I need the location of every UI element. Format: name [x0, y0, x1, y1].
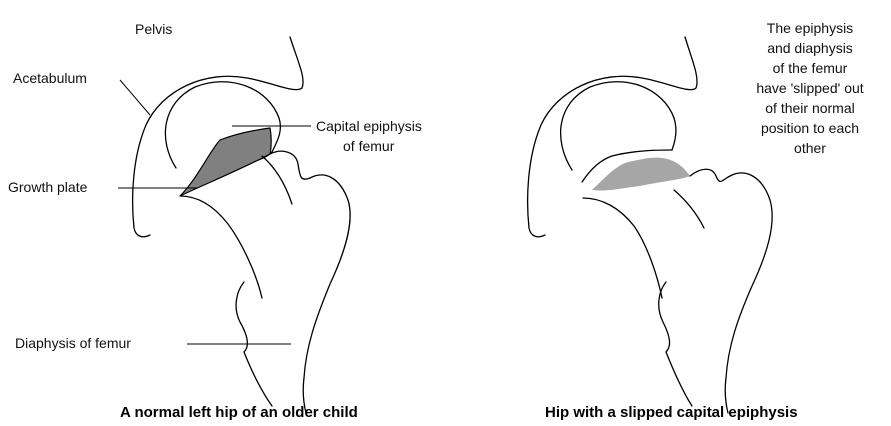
label-diaphysis: Diaphysis of femur	[15, 335, 131, 351]
growth-plate-slipped	[592, 158, 690, 191]
femur-medial-outline	[180, 196, 262, 298]
slipped-hip-illustration	[528, 37, 773, 413]
femur-medial-outline-right	[583, 198, 662, 298]
intertrochanteric-line-right	[674, 190, 704, 228]
femur-shaft-medial-right	[659, 282, 692, 406]
label-pelvis: Pelvis	[135, 21, 172, 37]
label-growth-plate: Growth plate	[8, 179, 88, 195]
femur-lateral-outline	[270, 151, 350, 413]
note-line-1: The epiphysis	[767, 20, 853, 36]
pelvis-outline	[133, 37, 303, 237]
label-acetabulum: Acetabulum	[13, 70, 87, 86]
label-capital-epiphysis-line2: of femur	[343, 138, 395, 154]
femur-lateral-outline-right	[690, 169, 772, 413]
slip-explanation-note: The epiphysis and diaphysis of the femur…	[756, 20, 863, 156]
note-line-4: have 'slipped' out	[756, 80, 863, 96]
note-line-3: of the femur	[773, 60, 848, 76]
growth-plate-normal	[180, 128, 271, 196]
acetabulum-rim-right	[561, 82, 676, 170]
leader-acetabulum	[120, 80, 150, 115]
label-capital-epiphysis-line1: Capital epiphysis	[316, 118, 422, 134]
intertrochanteric-line	[262, 156, 292, 204]
note-line-5: of their normal	[765, 100, 854, 116]
caption-slipped-hip: Hip with a slipped capital epiphysis	[545, 404, 798, 421]
caption-normal-hip: A normal left hip of an older child	[120, 404, 358, 421]
normal-hip-illustration	[133, 37, 351, 413]
note-line-7: other	[794, 140, 826, 156]
note-line-6: position to each	[761, 120, 859, 136]
note-line-2: and diaphysis	[767, 40, 853, 56]
